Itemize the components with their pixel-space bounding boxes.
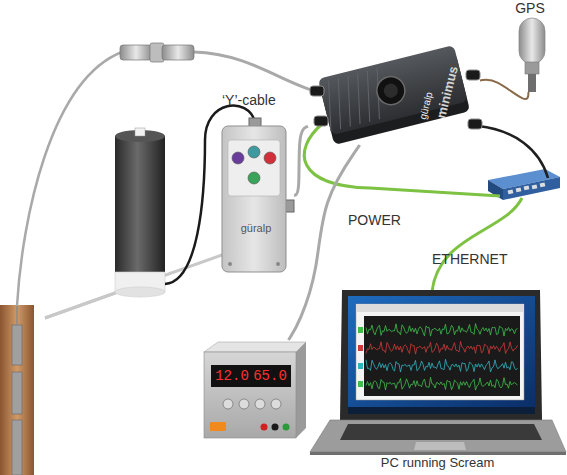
voltage-readout: 12.0 [213,368,251,384]
keyboard [340,424,542,440]
coupler-half [162,45,194,60]
control-knob [374,74,408,108]
screw [228,262,232,266]
power-supply: 12.065.0 [200,340,308,448]
digitizer-top [318,45,468,135]
channel-tag [358,363,363,369]
digitizer-body [318,45,470,145]
maker-logo: güralp [218,222,294,235]
psu-knob [223,399,233,409]
touchpad [414,442,466,450]
taskbar [348,407,535,414]
digitizer-unit: minimusgüralp [308,45,480,145]
switch-port [532,184,538,189]
antenna-dome [519,18,545,64]
seismic-trace [366,359,518,372]
borehole-casing [0,305,34,475]
surface-rib [338,76,360,127]
screen-bezel [340,290,542,420]
sensor-rod [45,293,115,318]
breakout-box-outline [218,118,294,276]
psu-knob [239,399,249,409]
seismic-trace [366,377,518,390]
channel-tag [358,345,363,351]
seismic-trace [366,341,518,354]
seismic-trace [366,324,518,337]
antenna-mount [528,74,536,92]
terminal [283,424,290,431]
power-supply-outline [200,340,308,448]
colored-knob [248,146,260,158]
borehole-cable [194,52,318,92]
laptop-edge [310,452,566,455]
screw [276,262,280,266]
psu-display [211,365,291,387]
psu-knob [255,399,265,409]
cable-connector [480,80,528,99]
colored-knob [264,152,276,164]
laptop-pc: PC running Scream [308,288,567,475]
sensor-base-rim [115,287,165,297]
colored-knob [232,152,244,164]
box-body [222,126,286,272]
cable-label: ETHERNET [432,251,507,267]
borehole-cable [17,52,122,306]
channel-tag [358,327,363,333]
sensor-module [12,325,22,365]
app-toolbar [356,304,524,312]
device-label: GPS [500,0,560,16]
psu-knob [271,399,281,409]
cable-connector [294,126,308,195]
sensor-cap [135,128,145,136]
control-knob-cap [382,82,399,99]
device-caption: PC running Scream [308,456,567,471]
app-window [356,304,524,400]
surface-rib [358,71,380,122]
current-readout: 65.0 [251,368,289,384]
ethernet-cable [432,198,522,292]
coupler-half [120,45,152,60]
connector-plug [466,70,480,80]
cylinder-sensor [115,128,165,297]
psu-front [204,352,296,438]
trace-area [364,316,520,396]
cable-label: ‘Y’-cable [222,92,276,108]
colored-knob [248,172,260,184]
sensor-module [12,420,22,475]
gps-antenna: GPS [500,0,560,92]
terminal [272,424,279,431]
sensor-body [115,136,165,276]
cable-coupler [120,43,194,62]
psu-side [296,342,306,438]
box-panel [228,140,280,196]
connector-plug [310,86,324,96]
switch-port [524,185,530,190]
connector-plug [314,116,328,126]
switch-port [540,182,546,187]
surface-rib [329,78,351,129]
data-cable [478,126,548,178]
channel-tag [358,381,363,387]
sensor-module [12,372,22,414]
sensor-wire [16,305,18,325]
surface-rib [348,73,370,124]
power-switch [210,422,226,431]
cable-label: POWER [348,212,401,228]
antenna-collar [525,62,539,74]
switch-port [516,187,522,192]
screen-desktop [348,296,535,414]
breakout-box: güralp [218,118,294,276]
laptop-base [310,420,566,452]
psu-top [204,342,306,352]
connector-plug [468,119,482,129]
terminal [261,424,268,431]
switch-port [508,189,514,194]
laptop-pc-outline [308,288,567,475]
borehole-sensor [0,305,34,475]
switch-front [503,177,560,200]
